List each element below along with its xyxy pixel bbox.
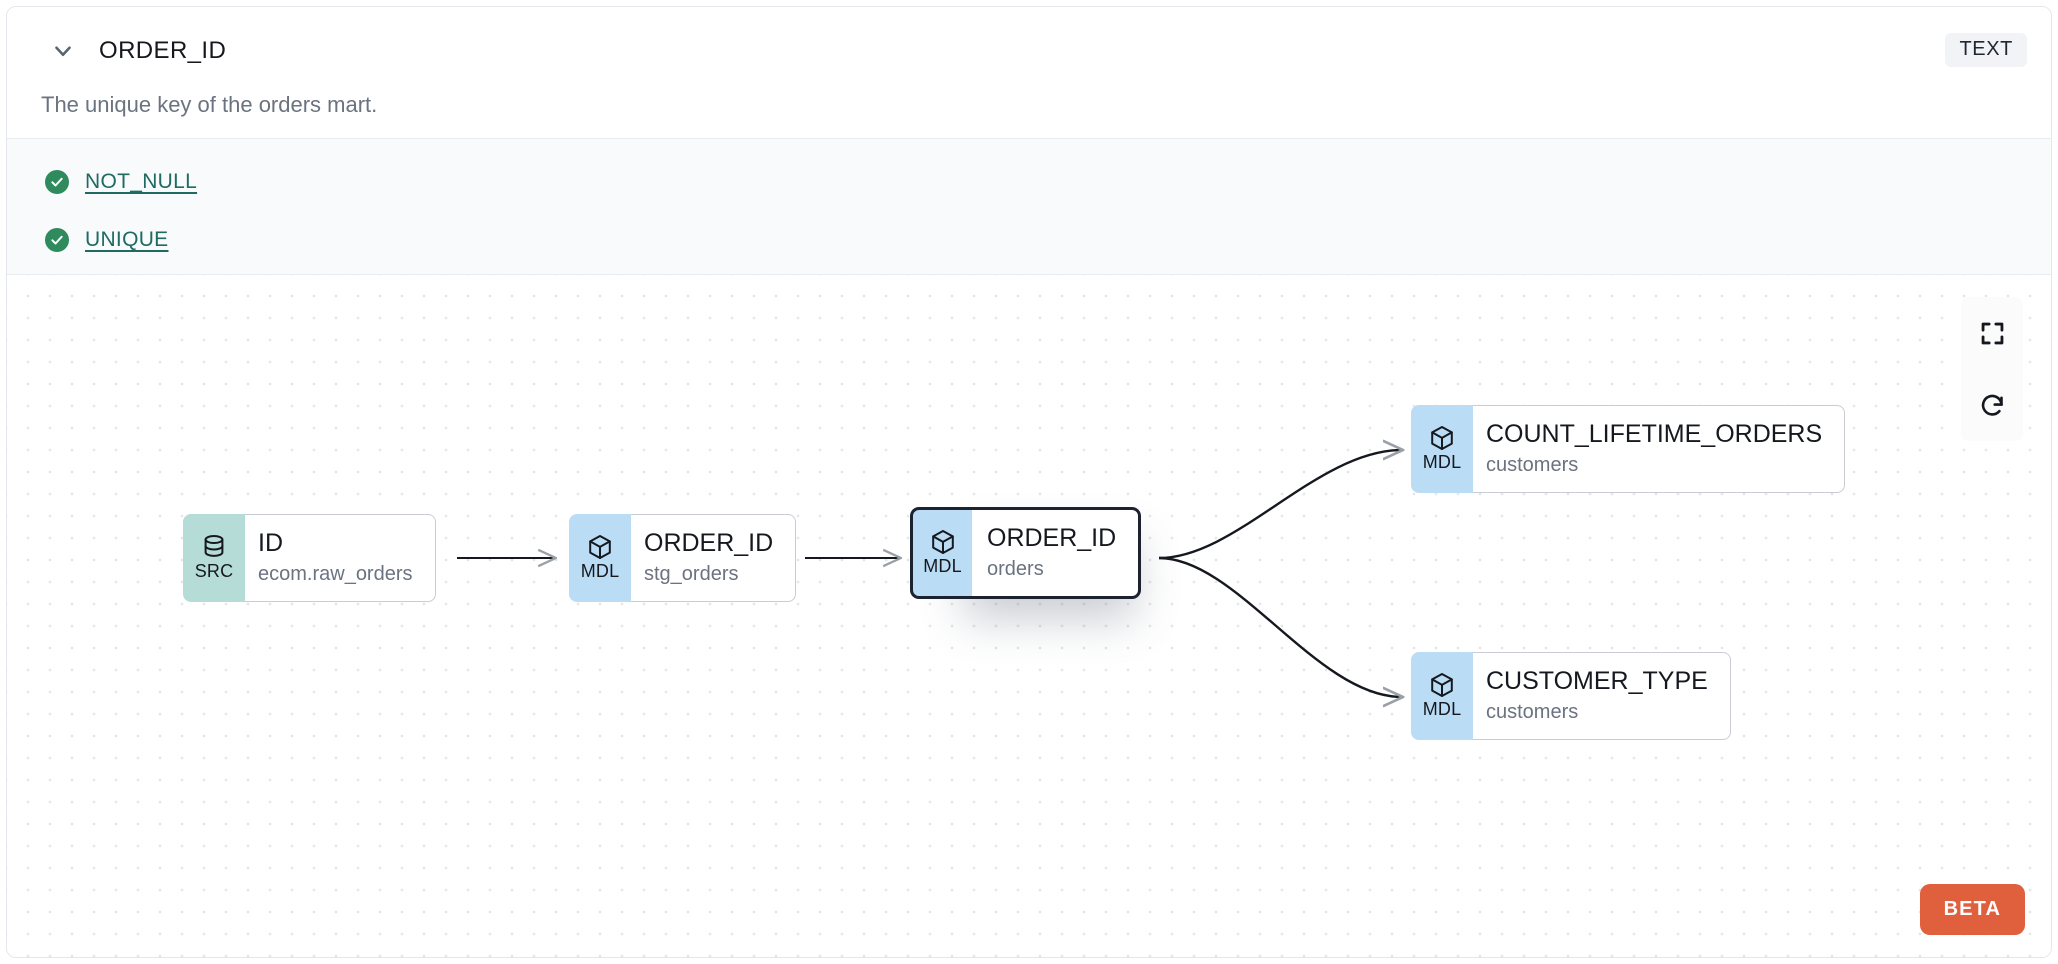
chevron-down-icon[interactable] [35,29,91,73]
page-title: ORDER_ID [99,37,227,64]
mdl-badge: MDL [1411,405,1473,493]
node-table-name: customers [1486,700,1579,723]
node-table-name: stg_orders [644,562,739,585]
mdl-badge-label: MDL [1422,452,1462,473]
lineage-node-customer-type[interactable]: MDL CUSTOMER_TYPE customers [1411,652,1731,740]
column-type-badge: TEXT [1945,33,2027,67]
node-table-name: ecom.raw_orders [258,562,413,585]
fullscreen-button[interactable] [1961,297,2023,369]
lineage-node-src-id[interactable]: SRC ID ecom.raw_orders [183,514,436,602]
refresh-button[interactable] [1961,369,2023,441]
lineage-node-orders-order-id[interactable]: MDL ORDER_ID orders [910,507,1142,599]
cube-icon [1431,673,1453,698]
tests-section: NOT_NULL UNIQUE [7,138,2051,275]
node-body: ID ecom.raw_orders [231,514,436,602]
node-column-name: ID [258,529,283,557]
fullscreen-icon [1981,322,2003,344]
check-circle-icon [45,228,69,252]
canvas-controls [1961,297,2023,441]
column-description: The unique key of the orders mart. [41,92,378,117]
cube-icon [1431,426,1453,451]
src-badge-label: SRC [194,561,234,582]
column-detail-panel: ORDER_ID TEXT The unique key of the orde… [6,6,2052,958]
check-circle-icon [45,170,69,194]
test-row: NOT_NULL [7,153,2051,211]
edge-orders-to-count-lifetime-orders [1158,450,1402,560]
node-table-name: customers [1486,453,1579,476]
node-column-name: COUNT_LIFETIME_ORDERS [1486,420,1823,448]
node-column-name: ORDER_ID [644,529,774,557]
beta-badge[interactable]: BETA [1919,884,2025,935]
node-body: COUNT_LIFETIME_ORDERS customers [1459,405,1846,493]
node-body: CUSTOMER_TYPE customers [1459,652,1731,740]
test-link-not-null[interactable]: NOT_NULL [85,170,198,193]
lineage-canvas[interactable]: SRC ID ecom.raw_orders MDL ORDER_ID stg_… [7,275,2051,957]
header-title-row: ORDER_ID [7,29,226,73]
panel-header: ORDER_ID TEXT The unique key of the orde… [7,7,2051,138]
lineage-node-stg-order-id[interactable]: MDL ORDER_ID stg_orders [569,514,797,602]
node-column-name: CUSTOMER_TYPE [1486,667,1708,695]
refresh-icon [1981,394,2003,416]
edge-orders-to-customer-type [1158,556,1402,697]
mdl-badge-label: MDL [580,561,620,582]
node-table-name: orders [987,557,1044,580]
cube-icon [589,535,611,560]
mdl-badge: MDL [569,514,631,602]
src-badge: SRC [183,514,245,602]
cube-icon [931,530,954,555]
node-body: ORDER_ID orders [958,507,1142,599]
mdl-badge: MDL [1411,652,1473,740]
mdl-badge: MDL [910,507,972,599]
test-link-unique[interactable]: UNIQUE [85,228,169,251]
node-column-name: ORDER_ID [987,524,1117,552]
lineage-node-count-lifetime-orders[interactable]: MDL COUNT_LIFETIME_ORDERS customers [1411,405,1846,493]
test-row: UNIQUE [7,211,2051,269]
mdl-badge-label: MDL [923,556,962,577]
lineage-edges [457,275,2051,957]
node-body: ORDER_ID stg_orders [617,514,797,602]
mdl-badge-label: MDL [1422,699,1462,720]
database-icon [204,535,224,558]
